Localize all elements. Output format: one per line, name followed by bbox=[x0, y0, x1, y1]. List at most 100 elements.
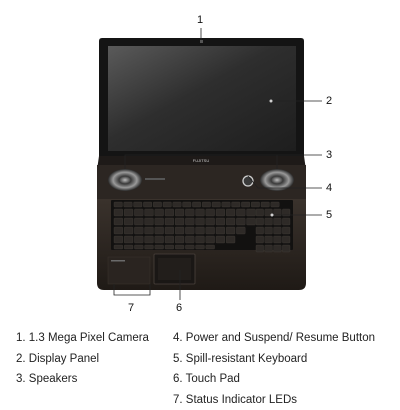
callout-5: 5 bbox=[326, 209, 332, 221]
keyboard-key bbox=[163, 202, 171, 207]
callout-2: 2 bbox=[326, 95, 332, 107]
legend-left: 1. 1.3 Mega Pixel Camera 2. Display Pane… bbox=[16, 328, 149, 390]
keyboard-key bbox=[226, 236, 235, 243]
keyboard-key bbox=[124, 245, 133, 249]
legend-item: 2. Display Panel bbox=[16, 349, 149, 370]
keyboard-key bbox=[165, 245, 174, 249]
keyboard-key bbox=[185, 236, 194, 243]
keyboard-key bbox=[134, 209, 143, 216]
display-panel bbox=[108, 46, 296, 151]
keyboard-key bbox=[222, 202, 230, 207]
keyboard-key bbox=[124, 202, 132, 207]
keyboard-key bbox=[143, 202, 151, 207]
keyboard-key bbox=[185, 218, 194, 225]
keyboard-key bbox=[206, 209, 215, 216]
numpad-key bbox=[256, 245, 264, 252]
keyboard-key bbox=[175, 209, 184, 216]
keyboard-key bbox=[261, 202, 269, 207]
numpad-key bbox=[274, 227, 282, 234]
keyboard-key bbox=[134, 245, 143, 249]
keyboard-key bbox=[206, 245, 215, 249]
keyboard-key bbox=[124, 218, 133, 225]
keyboard-key bbox=[247, 209, 256, 216]
numpad-key bbox=[256, 218, 264, 225]
numpad-key bbox=[265, 227, 273, 234]
keyboard-key bbox=[226, 227, 235, 234]
power-button-icon bbox=[243, 176, 253, 186]
keyboard-key bbox=[114, 227, 123, 234]
keyboard-key bbox=[226, 218, 235, 225]
keyboard-key bbox=[192, 202, 200, 207]
keyboard-key bbox=[134, 236, 143, 243]
callout-6: 6 bbox=[176, 302, 182, 314]
numpad-key bbox=[274, 245, 282, 252]
keyboard-key bbox=[241, 202, 249, 207]
camera-icon bbox=[200, 40, 203, 43]
keyboard-key bbox=[145, 227, 154, 234]
keyboard-key bbox=[196, 236, 205, 243]
keyboard-key bbox=[206, 218, 215, 225]
numpad-key bbox=[265, 245, 273, 252]
keyboard-key bbox=[185, 245, 194, 249]
keyboard-key bbox=[114, 245, 123, 249]
laptop-diagram: FUJITSU bbox=[0, 0, 400, 320]
keyboard-key bbox=[216, 209, 225, 216]
keyboard-key bbox=[185, 227, 194, 234]
keyboard-key bbox=[124, 227, 133, 234]
left-speaker-icon bbox=[108, 169, 142, 191]
keyboard-key bbox=[196, 245, 205, 249]
keyboard-key bbox=[124, 209, 133, 216]
keyboard-key bbox=[206, 236, 215, 243]
keyboard-key bbox=[155, 236, 164, 243]
numpad-key bbox=[274, 236, 282, 243]
keyboard-key bbox=[114, 209, 123, 216]
legend-item: 6. Touch Pad bbox=[173, 369, 375, 390]
legend-item: 4. Power and Suspend/ Resume Button bbox=[173, 328, 375, 349]
keyboard-key bbox=[232, 202, 240, 207]
callout-7: 7 bbox=[128, 302, 134, 314]
keyboard-key bbox=[165, 227, 174, 234]
keyboard-key bbox=[145, 245, 154, 249]
keyboard-key bbox=[175, 227, 184, 234]
keyboard-key bbox=[145, 209, 154, 216]
keyboard-key bbox=[145, 218, 154, 225]
keyboard-key bbox=[196, 218, 205, 225]
numpad-key bbox=[265, 218, 273, 225]
keyboard-key bbox=[216, 218, 225, 225]
keyboard-key bbox=[236, 209, 245, 216]
callout-1: 1 bbox=[197, 14, 203, 26]
keyboard-key bbox=[175, 236, 184, 243]
callout-3: 3 bbox=[326, 149, 332, 161]
keyboard-key bbox=[155, 209, 164, 216]
display-lid bbox=[99, 38, 304, 156]
keyboard-key bbox=[196, 209, 205, 216]
keyboard-key bbox=[175, 218, 184, 225]
keyboard-key bbox=[114, 218, 123, 225]
numpad-key bbox=[256, 227, 264, 234]
numpad-key bbox=[256, 236, 264, 243]
keyboard-key bbox=[212, 202, 220, 207]
legend-right: 4. Power and Suspend/ Resume Button 5. S… bbox=[173, 328, 375, 410]
keyboard-key bbox=[175, 245, 184, 249]
keyboard-key bbox=[114, 202, 122, 207]
keyboard-key bbox=[153, 202, 161, 207]
keyboard-key bbox=[216, 236, 225, 243]
keyboard-key bbox=[173, 202, 181, 207]
keyboard-key bbox=[134, 218, 143, 225]
keyboard-key bbox=[216, 227, 225, 234]
keyboard-key bbox=[247, 218, 256, 225]
numpad-key bbox=[274, 218, 282, 225]
numpad-key bbox=[265, 236, 273, 243]
laptop-base bbox=[97, 199, 306, 290]
hinge-bar: FUJITSU bbox=[97, 156, 306, 199]
legend-item: 3. Speakers bbox=[16, 369, 149, 390]
numpad-key bbox=[282, 245, 290, 252]
keyboard-key bbox=[202, 202, 210, 207]
keyboard-key bbox=[226, 209, 235, 216]
keyboard-key bbox=[206, 227, 215, 234]
keyboard-key bbox=[124, 236, 133, 243]
keyboard-key bbox=[134, 202, 142, 207]
keyboard-key bbox=[155, 245, 164, 249]
legend-item: 1. 1.3 Mega Pixel Camera bbox=[16, 328, 149, 349]
numpad-key bbox=[256, 209, 264, 216]
